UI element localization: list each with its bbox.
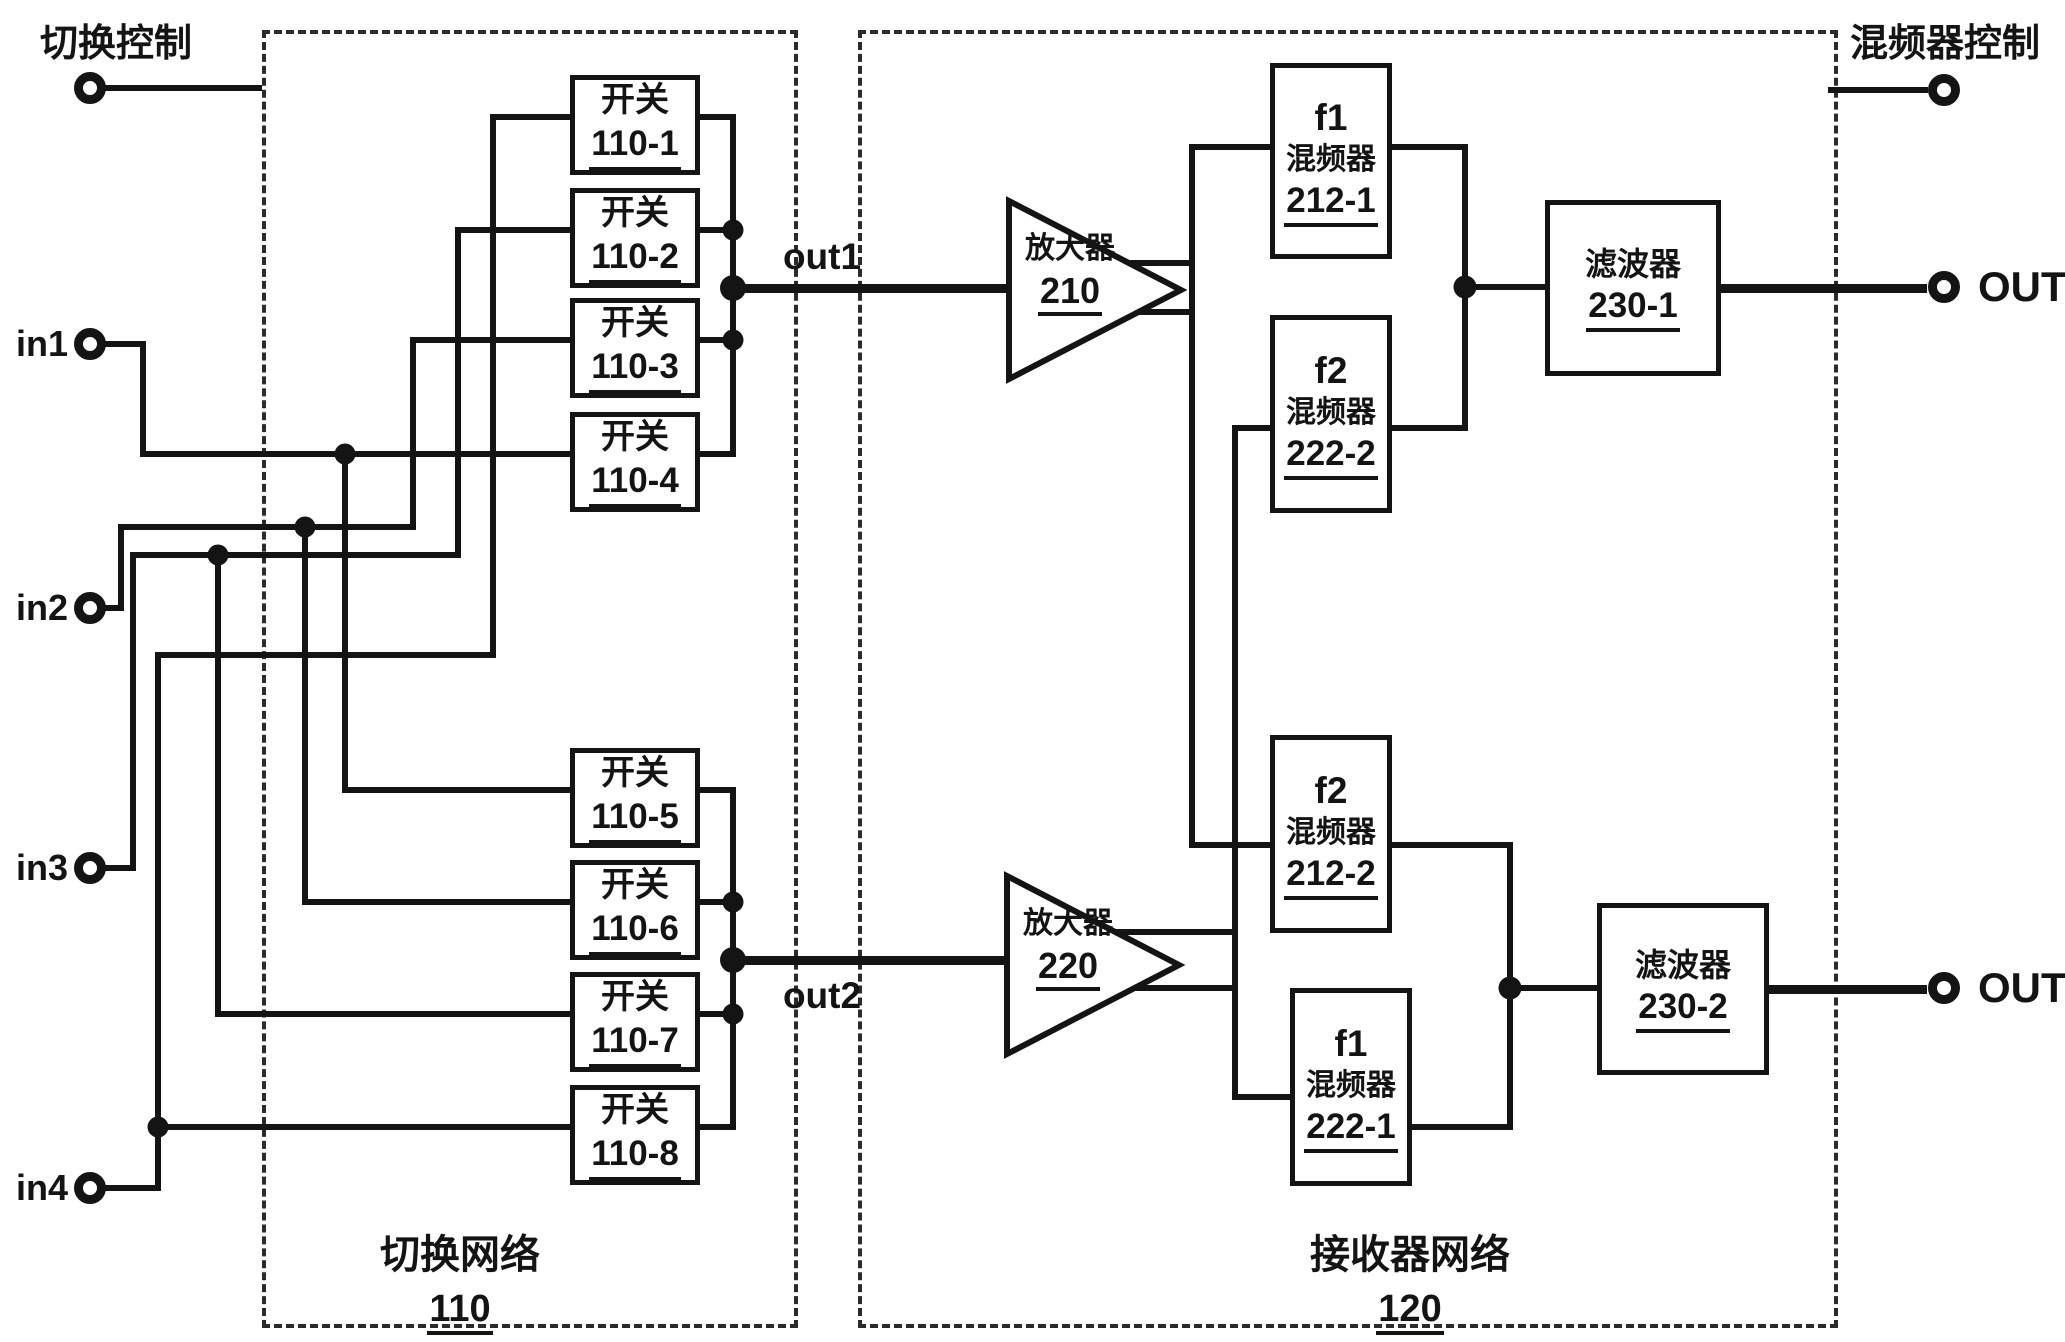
junction-dot <box>295 517 316 538</box>
input-terminal-in1 <box>74 328 106 360</box>
wire-segment <box>1189 144 1274 150</box>
wire-segment <box>1721 284 1927 293</box>
input-label-in2: in2 <box>16 587 68 629</box>
wire-segment <box>1232 1094 1294 1100</box>
filter-box-230-2: 滤波器 230-2 <box>1597 903 1769 1075</box>
mixer-control-terminal <box>1928 74 1960 106</box>
wire-segment <box>1412 1124 1513 1130</box>
input-label-in4: in4 <box>16 1167 68 1209</box>
out2p-label: OUT2' <box>1978 964 2065 1012</box>
switch-box-110-8: 开关 110-8 <box>570 1085 700 1185</box>
switch-box-110-6: 开关 110-6 <box>570 860 700 960</box>
wire-segment <box>455 227 461 558</box>
filter-box-230-1: 滤波器 230-1 <box>1545 200 1721 376</box>
wire-segment <box>455 227 570 233</box>
switch-box-110-5: 开关 110-5 <box>570 748 700 848</box>
junction-dot <box>1499 977 1522 1000</box>
input-terminal-in4 <box>74 1172 106 1204</box>
wire-segment <box>730 284 1014 293</box>
wire-segment <box>140 341 146 457</box>
junction-dot <box>1454 276 1477 299</box>
wire-segment <box>1392 425 1468 431</box>
mixer-box-222-2: f2 混频器 222-2 <box>1270 315 1392 513</box>
amplifier-210-label: 放大器 210 <box>1012 231 1128 312</box>
junction-dot <box>723 1004 744 1025</box>
mixer-box-212-2: f2 混频器 212-2 <box>1270 735 1392 933</box>
wire-segment <box>1392 144 1468 150</box>
wire-segment <box>302 524 308 905</box>
wire-segment <box>1828 87 1928 93</box>
switch-box-110-1: 开关 110-1 <box>570 75 700 175</box>
switch-box-110-4: 开关 110-4 <box>570 412 700 512</box>
mixer-box-212-1: f1 混频器 212-1 <box>1270 63 1392 259</box>
wire-segment <box>215 552 221 1017</box>
wire-segment <box>130 552 461 558</box>
input-terminal-in3 <box>74 852 106 884</box>
wire-segment <box>104 1185 161 1191</box>
wire-segment <box>130 552 136 871</box>
wire-segment <box>302 899 570 905</box>
switch-box-110-2: 开关 110-2 <box>570 188 700 288</box>
junction-dot <box>208 545 229 566</box>
junction-dot <box>723 220 744 241</box>
wire-segment <box>155 1124 570 1130</box>
amplifier-220-label: 放大器 220 <box>1010 906 1126 987</box>
switch-control-terminal <box>74 72 106 104</box>
switch-box-110-3: 开关 110-3 <box>570 298 700 398</box>
wire-segment <box>1232 425 1274 431</box>
wire-segment <box>730 956 1012 965</box>
junction-dot <box>720 275 746 301</box>
junction-dot <box>720 947 746 973</box>
mixer-box-222-1: f1 混频器 222-1 <box>1290 988 1412 1186</box>
wire-segment <box>118 524 124 611</box>
wire-segment <box>490 114 496 658</box>
out1p-label: OUT1' <box>1978 263 2065 311</box>
wire-segment <box>1769 985 1927 994</box>
junction-dot <box>723 330 744 351</box>
switch-network-label: 切换网络 110 <box>330 1222 590 1331</box>
wire-segment <box>490 114 570 120</box>
wire-segment <box>155 652 496 658</box>
input-label-in3: in3 <box>16 847 68 889</box>
out1-label: out1 <box>772 236 872 278</box>
wire-segment <box>410 337 416 530</box>
out2-label: out2 <box>772 975 872 1017</box>
wire-segment <box>215 1011 570 1017</box>
junction-dot <box>148 1117 169 1138</box>
switch-box-110-7: 开关 110-7 <box>570 972 700 1072</box>
wire-segment <box>342 787 570 793</box>
output-terminal-out2 <box>1928 972 1960 1004</box>
input-terminal-in2 <box>74 592 106 624</box>
input-label-in1: in1 <box>16 323 68 365</box>
junction-dot <box>335 444 356 465</box>
switch-control-label: 切换控制 <box>40 12 192 67</box>
wire-segment <box>1392 842 1513 848</box>
output-terminal-out1 <box>1928 271 1960 303</box>
wire-segment <box>1232 425 1238 1100</box>
mixer-control-label: 混频器控制 <box>1850 12 2040 67</box>
wire-segment <box>155 652 161 1191</box>
wire-segment <box>118 524 416 530</box>
wire-segment <box>342 451 348 793</box>
wire-segment <box>1189 144 1195 848</box>
junction-dot <box>723 892 744 913</box>
wire-segment <box>104 85 262 91</box>
receiver-network-label: 接收器网络 120 <box>1280 1222 1540 1331</box>
